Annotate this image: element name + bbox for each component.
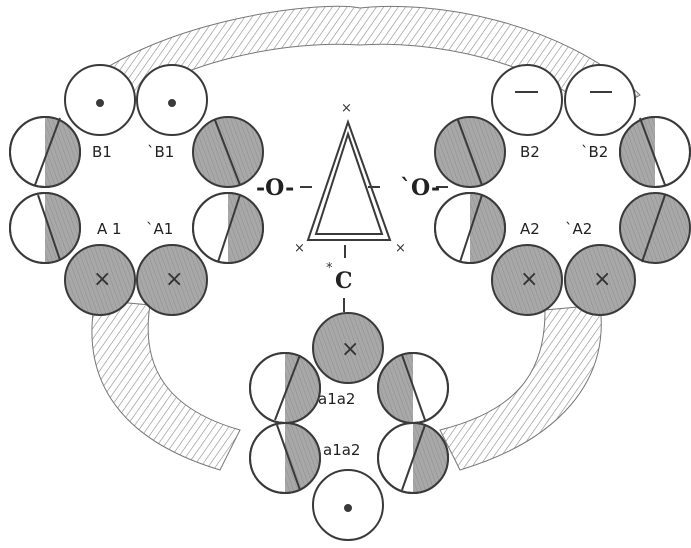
label-b2-prime: `B2 bbox=[581, 143, 608, 161]
left-ring bbox=[10, 65, 263, 315]
circle-right-right-lower bbox=[620, 193, 690, 263]
x-mark: × bbox=[593, 267, 611, 292]
x-mark: × bbox=[294, 241, 305, 256]
circle-b2-top-right bbox=[565, 65, 635, 135]
label-a1-prime: `A1 bbox=[146, 220, 173, 238]
x-mark: × bbox=[520, 267, 538, 292]
right-ring bbox=[435, 65, 690, 315]
label-a1: A 1 bbox=[97, 220, 122, 238]
central-triangle bbox=[308, 122, 390, 258]
label-o-left: -O- bbox=[256, 175, 294, 201]
label-b1: B1 bbox=[92, 143, 112, 161]
label-c-star: * bbox=[326, 261, 333, 276]
label-a1a2-bottom: a1a2 bbox=[323, 441, 360, 459]
x-mark: × bbox=[395, 241, 406, 256]
x-mark: × bbox=[165, 267, 183, 292]
label-a2: A2 bbox=[520, 220, 540, 238]
label-o-right: `O- bbox=[400, 175, 440, 201]
label-a1a2-top: a1a2 bbox=[318, 390, 355, 408]
x-mark: × bbox=[93, 267, 111, 292]
label-b1-prime: `B1 bbox=[147, 143, 174, 161]
circle-b2-top-left bbox=[492, 65, 562, 135]
x-mark: × bbox=[341, 101, 352, 116]
label-a2-prime: `A2 bbox=[565, 220, 592, 238]
x-mark: × bbox=[341, 337, 359, 362]
label-c: C bbox=[335, 268, 353, 294]
label-b2: B2 bbox=[520, 143, 540, 161]
